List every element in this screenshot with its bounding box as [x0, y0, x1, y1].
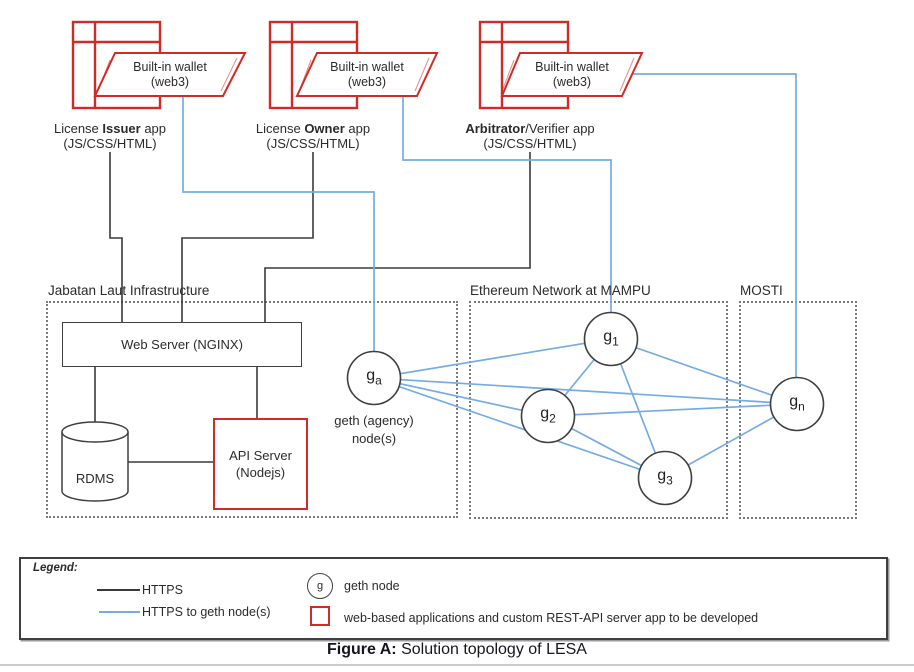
wallet-shape-2 [295, 52, 439, 97]
wallet-shape-1 [93, 52, 247, 97]
legend-https-line-sample [97, 589, 140, 591]
node-g1-circle [583, 311, 639, 367]
legend-box [19, 557, 888, 640]
mosti-box [739, 301, 857, 519]
edge-g1-gn [610, 338, 798, 405]
rdms-label: RDMS [75, 471, 115, 486]
node-gn-label: gn [789, 393, 805, 414]
wallet-shape-3 [500, 52, 644, 97]
connector-wallet2-to-g1 [402, 96, 612, 313]
legend-geth-node-label: geth node [344, 579, 400, 593]
jabatan-infrastructure-box [46, 301, 458, 518]
api-server-label: API Server(Nodejs) [229, 448, 292, 480]
connector-arbitrator-to-webserver [264, 152, 531, 322]
node-gn-circle [769, 376, 825, 432]
legend-title: Legend: [33, 562, 78, 574]
legend-https-geth-line-sample [99, 611, 140, 613]
connector-wallet3-to-gn [631, 73, 797, 378]
legend-https-geth-label: HTTPS to geth node(s) [142, 605, 271, 619]
ethereum-network-box [469, 301, 728, 519]
figure-caption: Figure A: Solution topology of LESA [327, 641, 587, 658]
jabatan-infrastructure-label: Jabatan Laut Infrastructure [48, 283, 210, 298]
edge-g2-gn [547, 403, 798, 417]
web-server-label: Web Server (NGINX) [121, 337, 243, 352]
connector-issuer-to-webserver [109, 152, 123, 322]
wallet-label-1: Built-in wallet(web3) [133, 60, 207, 89]
connector-owner-to-webserver [181, 152, 314, 322]
app-label-owner: License Owner app (JS/CSS/HTML) [255, 121, 371, 151]
mosti-label: MOSTI [740, 283, 783, 298]
node-g3-label: g3 [657, 467, 673, 488]
node-ga-label: ga [366, 367, 382, 388]
node-g2-circle [520, 388, 576, 444]
edge-ga-gn [373, 377, 798, 405]
edge-ga-g1 [373, 338, 612, 379]
ethereum-network-label: Ethereum Network at MAMPU [470, 283, 651, 298]
legend-https-label: HTTPS [142, 583, 183, 597]
app-label-issuer: License Issuer app (JS/CSS/HTML) [53, 121, 167, 151]
wallet-label-3: Built-in wallet(web3) [535, 60, 609, 89]
database-cylinder-icon [61, 421, 129, 502]
legend-red-box-label: web-based applications and custom REST-A… [344, 611, 759, 625]
edge-ga-g2 [373, 377, 549, 417]
node-g3-circle [637, 450, 693, 506]
page-divider-line [0, 664, 914, 666]
edge-ga-g3 [373, 377, 666, 479]
wallet-label-2: Built-in wallet(web3) [330, 60, 404, 89]
legend-red-box-symbol [310, 606, 330, 626]
api-server-box: API Server(Nodejs) [213, 418, 308, 510]
node-g2-label: g2 [540, 405, 556, 426]
node-g1-label: g1 [603, 328, 619, 349]
web-server-box: Web Server (NGINX) [62, 322, 302, 367]
node-ga-circle [346, 350, 402, 406]
legend-geth-node-symbol: g [307, 573, 333, 599]
app-label-arbitrator: Arbitrator/Verifier app (JS/CSS/HTML) [465, 121, 595, 151]
connector-wallet1-to-ga [182, 96, 375, 352]
geth-agency-caption: geth (agency)node(s) [334, 413, 414, 446]
